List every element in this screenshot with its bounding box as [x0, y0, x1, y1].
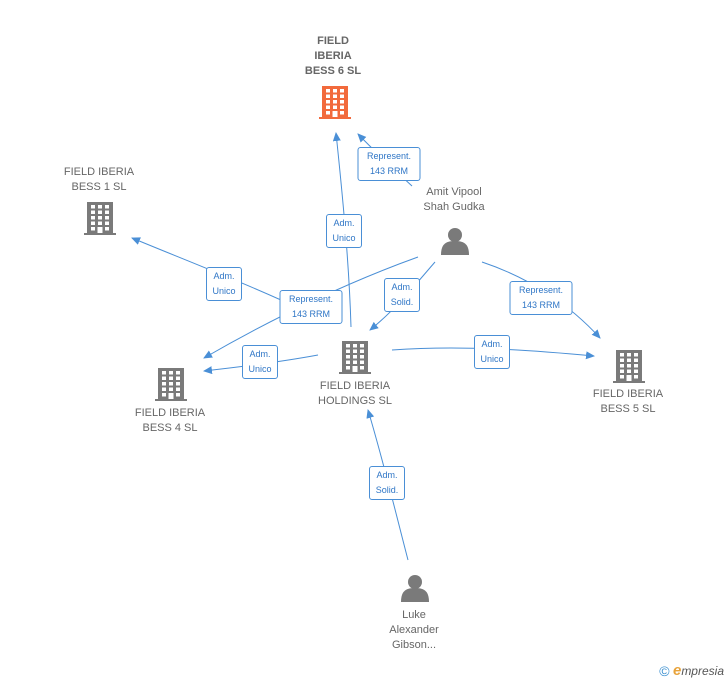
building-icon[interactable]	[339, 341, 371, 374]
edge-label-line: Adm.	[213, 271, 235, 281]
label-line: FIELD IBERIA	[63, 166, 135, 178]
edge-label-line: Adm.	[481, 339, 503, 349]
label-line: FIELD IBERIA	[319, 380, 391, 392]
empresia-logo[interactable]: © empresia	[659, 662, 724, 679]
edge-label-amit-bess6[interactable]: Represent. 143 RRM	[357, 147, 421, 181]
node-label-luke-alexander-gibson[interactable]: Luke Alexander Gibson...	[389, 608, 439, 653]
label-line: BESS 4 SL	[142, 422, 198, 434]
label-line: BESS 1 SL	[71, 181, 127, 193]
person-icon[interactable]	[441, 228, 469, 255]
node-label-field-iberia-bess-1[interactable]: FIELD IBERIA BESS 1 SL	[64, 165, 134, 195]
label-line: FIELD	[317, 35, 349, 47]
label-line: FIELD IBERIA	[592, 388, 664, 400]
building-icon[interactable]	[84, 202, 116, 235]
edge-label-line: Adm.	[376, 470, 398, 480]
edge-label-holdings-bess6[interactable]: Adm. Unico	[326, 214, 362, 248]
building-icon[interactable]	[613, 350, 645, 383]
node-label-amit-vipool-shah-gudka[interactable]: Amit Vipool Shah Gudka	[423, 185, 484, 215]
label-line: Gibson...	[391, 639, 437, 651]
copyright-icon: ©	[659, 663, 670, 679]
edge-label-line: Solid.	[375, 485, 399, 495]
brand-letter: e	[672, 662, 682, 679]
edge-label-line: Adm.	[333, 218, 355, 228]
edge-label-line: Represent.	[366, 151, 412, 161]
label-line: IBERIA	[314, 50, 352, 62]
label-line: BESS 5 SL	[600, 403, 656, 415]
edge-label-line: Unico	[480, 354, 504, 364]
node-label-field-iberia-bess-6[interactable]: FIELD IBERIA BESS 6 SL	[305, 34, 361, 79]
edge-label-line: 143 RRM	[369, 166, 408, 176]
label-line: BESS 6 SL	[304, 65, 362, 77]
edge-label-line: Adm.	[391, 282, 413, 292]
edge-label-luke-holdings[interactable]: Adm. Solid.	[369, 466, 405, 500]
edge-label-amit-bess4[interactable]: Represent. 143 RRM	[279, 290, 343, 324]
label-line: Amit Vipool	[426, 186, 482, 198]
edge-label-amit-holdings[interactable]: Adm. Solid.	[384, 278, 420, 312]
label-line: HOLDINGS SL	[318, 395, 392, 407]
edge-label-line: Unico	[332, 233, 356, 243]
building-icon[interactable]	[319, 86, 351, 119]
edge-label-holdings-bess1[interactable]: Adm. Unico	[206, 267, 242, 301]
edge-label-line: Represent.	[288, 294, 334, 304]
node-label-field-iberia-bess-4[interactable]: FIELD IBERIA BESS 4 SL	[135, 406, 205, 436]
edge-label-line: Unico	[212, 286, 236, 296]
edge-label-holdings-bess5[interactable]: Adm. Unico	[474, 335, 510, 369]
edge-label-line: Represent.	[518, 285, 564, 295]
brand-text: mpresia	[681, 664, 724, 678]
label-line: Alexander	[389, 624, 439, 636]
node-label-field-iberia-bess-5[interactable]: FIELD IBERIA BESS 5 SL	[593, 387, 663, 417]
label-line: Luke	[402, 609, 426, 621]
edge-label-line: 143 RRM	[521, 300, 560, 310]
edge-label-line: Adm.	[249, 349, 271, 359]
edge-label-line: Solid.	[390, 297, 414, 307]
edge-label-line: 143 RRM	[291, 309, 330, 319]
label-line: FIELD IBERIA	[134, 407, 206, 419]
edge-label-line: Unico	[248, 364, 272, 374]
building-icon[interactable]	[155, 368, 187, 401]
label-line: Shah Gudka	[423, 201, 485, 213]
node-label-field-iberia-holdings[interactable]: FIELD IBERIA HOLDINGS SL	[318, 379, 392, 409]
person-icon[interactable]	[401, 575, 429, 602]
edge-label-holdings-bess4[interactable]: Adm. Unico	[242, 345, 278, 379]
edge-label-amit-bess5[interactable]: Represent. 143 RRM	[509, 281, 573, 315]
